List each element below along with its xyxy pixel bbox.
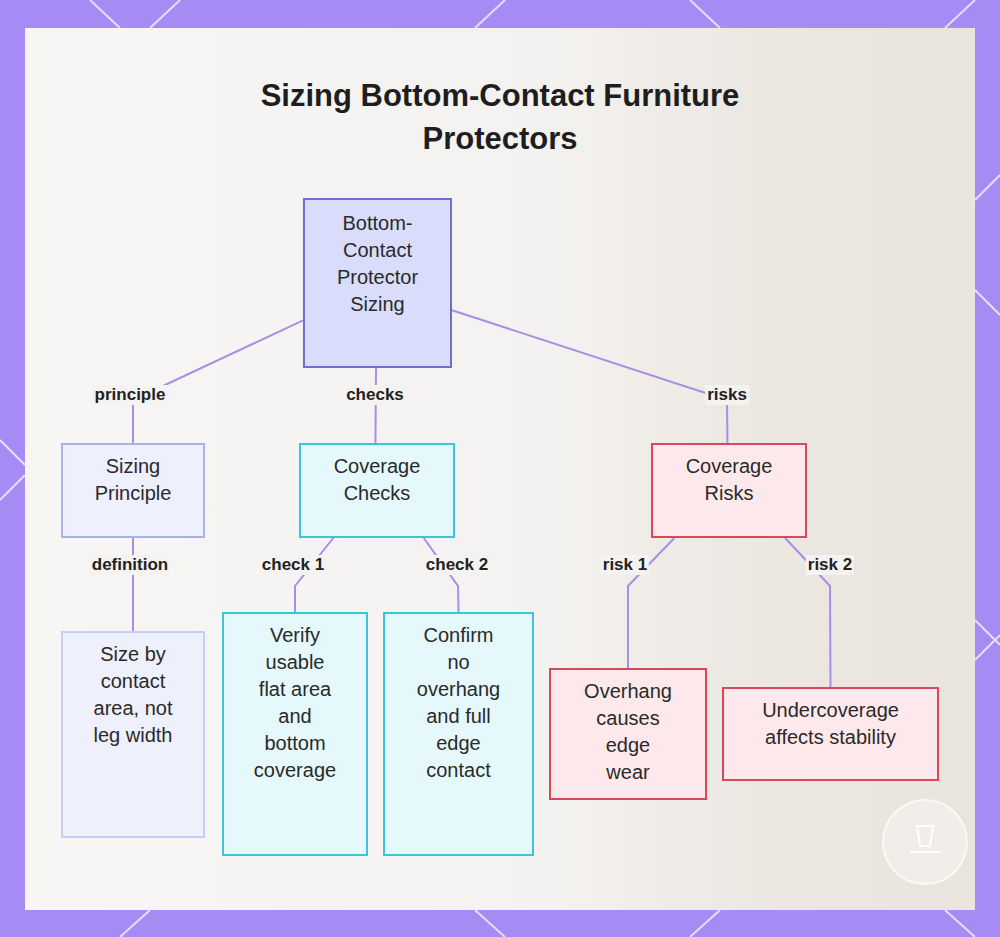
edge-label: checks (344, 385, 406, 405)
connector-line (424, 538, 459, 612)
node-text: Verify usable flat area and bottom cover… (252, 622, 338, 784)
check-box: Verify usable flat area and bottom cover… (222, 612, 368, 856)
diagram-title: Sizing Bottom-Contact Furniture Protecto… (190, 74, 810, 160)
risk-box: Undercoverage affects stability (722, 687, 939, 781)
logo-badge (883, 800, 967, 884)
node-text: Coverage Risks (678, 453, 780, 507)
node-text: Size by contact area, not leg width (85, 641, 181, 749)
check-box: Confirm no overhang and full edge contac… (383, 612, 534, 856)
definition-box: Size by contact area, not leg width (61, 631, 205, 838)
edge-label: risks (705, 385, 749, 405)
edge-label: check 2 (424, 555, 490, 575)
logo-icon (910, 826, 940, 852)
risk-box: Overhang causes edge wear (549, 668, 707, 800)
category-box: Coverage Checks (299, 443, 455, 538)
root-box: Bottom-Contact Protector Sizing (303, 198, 452, 368)
edge-label: check 1 (260, 555, 326, 575)
node-text: Coverage Checks (326, 453, 428, 507)
edge-label: risk 2 (806, 555, 854, 575)
connector-line (374, 368, 377, 443)
connector-line (452, 310, 727, 443)
edge-label: definition (90, 555, 170, 575)
connector-line (295, 538, 333, 612)
node-text: Bottom-Contact Protector Sizing (325, 210, 430, 318)
edge-label: risk 1 (601, 555, 649, 575)
node-text: Overhang causes edge wear (584, 678, 672, 786)
node-text: Undercoverage affects stability (734, 697, 927, 751)
category-box: Sizing Principle (61, 443, 205, 538)
connector-line (133, 320, 303, 443)
edge-label: principle (93, 385, 168, 405)
connector-line (132, 538, 134, 631)
node-text: Sizing Principle (88, 453, 178, 507)
category-box: Coverage Risks (651, 443, 807, 538)
node-text: Confirm no overhang and full edge contac… (415, 622, 502, 784)
